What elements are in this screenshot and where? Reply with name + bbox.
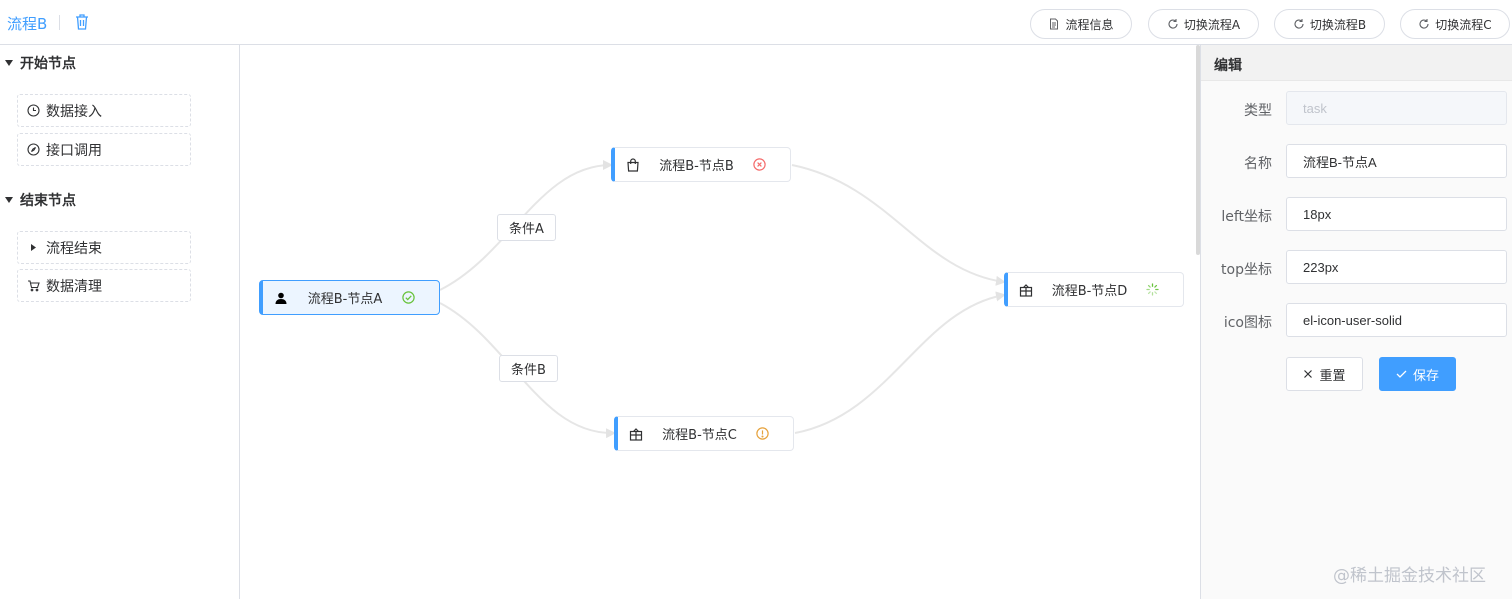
save-label: 保存 <box>1412 368 1439 384</box>
gift-icon <box>1019 283 1033 297</box>
top-coordinate-field[interactable] <box>1286 250 1507 284</box>
node-label: 流程B-节点C <box>662 428 737 443</box>
field-label-type: 类型 <box>1244 103 1272 119</box>
loading-spinner-icon <box>1146 283 1159 296</box>
flow-info-label: 流程信息 <box>1065 17 1114 32</box>
edge-label-condition-b[interactable]: 条件B <box>499 355 558 382</box>
reset-label: 重置 <box>1319 368 1346 384</box>
edge-label-text: 条件A <box>509 222 544 237</box>
edge-c-d[interactable] <box>794 291 1006 434</box>
field-label-icon: ico图标 <box>1223 315 1272 331</box>
watermark: @稀土掘金技术社区 <box>1333 566 1486 586</box>
refresh-icon <box>1419 19 1429 29</box>
canvas-scrollbar[interactable] <box>1196 45 1200 255</box>
palette-item-label: 数据清理 <box>46 278 102 295</box>
palette-item-label: 数据接入 <box>46 103 102 120</box>
caret-right-icon <box>31 244 36 251</box>
field-label-left: left坐标 <box>1221 209 1272 225</box>
caret-down-icon <box>5 197 13 203</box>
user-icon <box>275 292 287 304</box>
switch-flow-b-button[interactable]: 切换流程B <box>1274 9 1385 39</box>
group-label: 结束节点 <box>20 193 76 209</box>
close-icon <box>1304 370 1313 378</box>
edges-layer <box>439 160 1006 439</box>
flow-node-b[interactable]: 流程B-节点B <box>611 147 791 182</box>
left-coordinate-field[interactable] <box>1286 197 1507 231</box>
flow-node-c[interactable]: 流程B-节点C <box>614 416 794 451</box>
flow-node-d[interactable]: 流程B-节点D <box>1004 272 1184 307</box>
edge-label-text: 条件B <box>511 363 546 378</box>
palette-item-data-input[interactable]: 数据接入 <box>17 94 191 127</box>
cart-icon <box>28 280 40 292</box>
error-circle-icon <box>753 158 766 171</box>
group-end-nodes[interactable]: 结束节点 <box>5 190 76 210</box>
palette-item-label: 流程结束 <box>46 240 102 257</box>
name-field[interactable] <box>1286 144 1507 178</box>
icon-class-field[interactable] <box>1286 303 1507 337</box>
switch-flow-c-button[interactable]: 切换流程C <box>1400 9 1510 39</box>
node-label: 流程B-节点B <box>659 159 734 174</box>
header-bar: 流程B 流程信息 切换流程A 切换流程B 切换流程C <box>0 0 1512 45</box>
switch-flow-a-button[interactable]: 切换流程A <box>1148 9 1259 39</box>
flow-info-button[interactable]: 流程信息 <box>1030 9 1132 39</box>
bag-icon <box>627 157 639 172</box>
flow-title: 流程B <box>7 15 48 33</box>
save-button[interactable]: 保存 <box>1379 357 1456 391</box>
refresh-icon <box>1294 19 1304 29</box>
trash-icon[interactable] <box>74 13 90 31</box>
palette-item-flow-end[interactable]: 流程结束 <box>17 231 191 264</box>
flow-canvas[interactable]: 条件A 条件B 流程B-节点A 流程B-节点B 流程B-节点C 流程B-节点D <box>240 45 1198 599</box>
reset-button[interactable]: 重置 <box>1286 357 1363 391</box>
palette-item-label: 接口调用 <box>46 142 102 159</box>
flow-node-a[interactable]: 流程B-节点A <box>259 280 440 315</box>
type-field <box>1286 91 1507 125</box>
node-editor-panel: 编辑 类型 名称 left坐标 top坐标 ico图标 重置 保存 <box>1200 45 1512 599</box>
switch-flow-c-label: 切换流程C <box>1435 17 1492 32</box>
node-label: 流程B-节点D <box>1051 284 1128 299</box>
group-label: 开始节点 <box>20 56 76 72</box>
node-label: 流程B-节点A <box>307 292 383 307</box>
header-divider <box>59 15 60 30</box>
editor-title: 编辑 <box>1201 45 1512 81</box>
palette-item-data-cleanup[interactable]: 数据清理 <box>17 269 191 302</box>
switch-flow-a-label: 切换流程A <box>1183 17 1241 32</box>
gift-icon <box>629 427 643 441</box>
success-check-icon <box>402 291 415 304</box>
compass-icon <box>27 143 40 156</box>
refresh-icon <box>1168 19 1178 29</box>
clock-icon <box>27 104 40 117</box>
edge-a-c[interactable] <box>439 302 616 439</box>
switch-flow-b-label: 切换流程B <box>1309 17 1367 32</box>
edge-b-d[interactable] <box>791 164 1006 286</box>
document-icon <box>1050 18 1059 30</box>
edge-label-condition-a[interactable]: 条件A <box>497 214 556 241</box>
field-label-top: top坐标 <box>1221 262 1272 278</box>
check-icon <box>1396 370 1407 378</box>
caret-down-icon <box>5 60 13 66</box>
field-label-name: 名称 <box>1244 156 1272 172</box>
warning-circle-icon <box>756 427 769 440</box>
palette-item-api-call[interactable]: 接口调用 <box>17 133 191 166</box>
node-palette: 开始节点 数据接入 接口调用 结束节点 流程结束 数据清理 <box>0 45 240 599</box>
group-start-nodes[interactable]: 开始节点 <box>5 53 76 73</box>
